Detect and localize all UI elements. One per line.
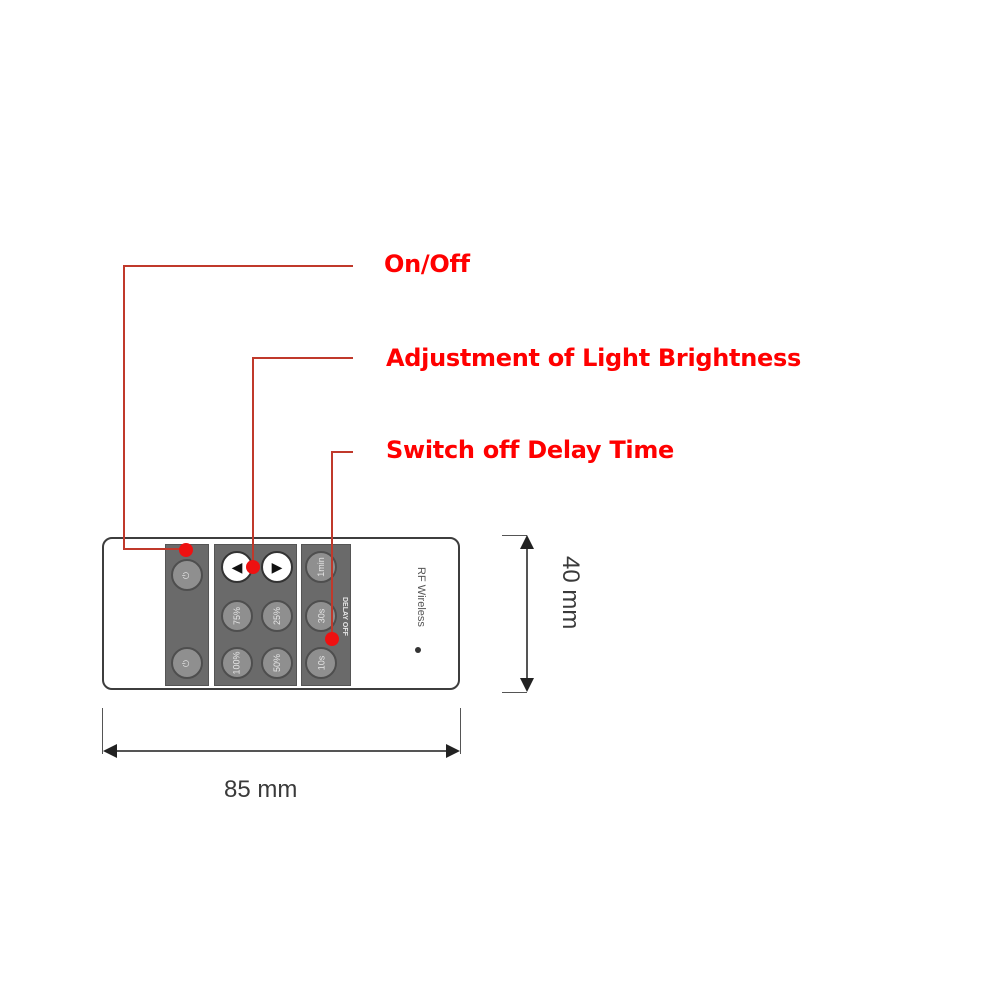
height-dim-extension-bottom <box>502 692 527 693</box>
leader-line-on-off-bottom <box>123 548 185 550</box>
brightness-100-button[interactable]: 100% <box>221 647 253 679</box>
leader-line-brightness-top <box>252 357 353 359</box>
power-icon: ⏻ <box>181 659 192 667</box>
brightness-up-button[interactable]: ▶ <box>261 551 293 583</box>
power-icon: ⏻ <box>181 571 192 579</box>
arrow-right-icon <box>446 744 460 758</box>
height-dim-extension-top <box>502 535 527 536</box>
delay-marker-dot <box>325 632 339 646</box>
leader-line-delay-vertical <box>331 451 333 637</box>
width-dim-extension-left <box>102 708 103 754</box>
delay-off-label: DELAY OFF <box>341 597 348 636</box>
power-button-bottom[interactable]: ⏻ <box>171 647 203 679</box>
delay-10s-button[interactable]: 10s <box>305 647 337 679</box>
callout-delay-time: Switch off Delay Time <box>386 436 675 464</box>
brightness-50-button[interactable]: 50% <box>261 647 293 679</box>
leader-line-delay-top <box>331 451 353 453</box>
callout-on-off: On/Off <box>384 250 470 278</box>
remote-control: ⏻ ⏻ ◀ ▶ 75% 25% 100% 50% 1min 30s 10s DE… <box>102 537 460 690</box>
on-off-marker-dot <box>179 543 193 557</box>
arrow-up-icon <box>520 535 534 549</box>
height-dim-line <box>526 540 528 688</box>
delay-panel: 1min 30s 10s DELAY OFF <box>301 544 351 686</box>
callout-brightness: Adjustment of Light Brightness <box>386 344 801 372</box>
brightness-down-button[interactable]: ◀ <box>221 551 253 583</box>
width-dim-line <box>110 750 454 752</box>
arrow-right-icon: ▶ <box>271 558 283 575</box>
power-button-top[interactable]: ⏻ <box>171 559 203 591</box>
power-panel: ⏻ ⏻ <box>165 544 209 686</box>
arrow-down-icon <box>520 678 534 692</box>
arrow-left-icon <box>103 744 117 758</box>
brightness-25-button[interactable]: 25% <box>261 600 293 632</box>
brightness-marker-dot <box>246 560 260 574</box>
arrow-left-icon: ◀ <box>231 558 243 575</box>
brightness-75-button[interactable]: 75% <box>221 600 253 632</box>
antenna-icon <box>415 647 421 653</box>
width-dim-extension-right <box>460 708 461 754</box>
leader-line-brightness-vertical <box>252 357 254 565</box>
height-dimension-label: 40 mm <box>557 556 584 630</box>
width-dimension-label: 85 mm <box>224 776 298 803</box>
leader-line-on-off-vertical <box>123 265 125 550</box>
rf-wireless-label: RF Wireless <box>415 567 427 627</box>
leader-line-on-off-top <box>123 265 353 267</box>
